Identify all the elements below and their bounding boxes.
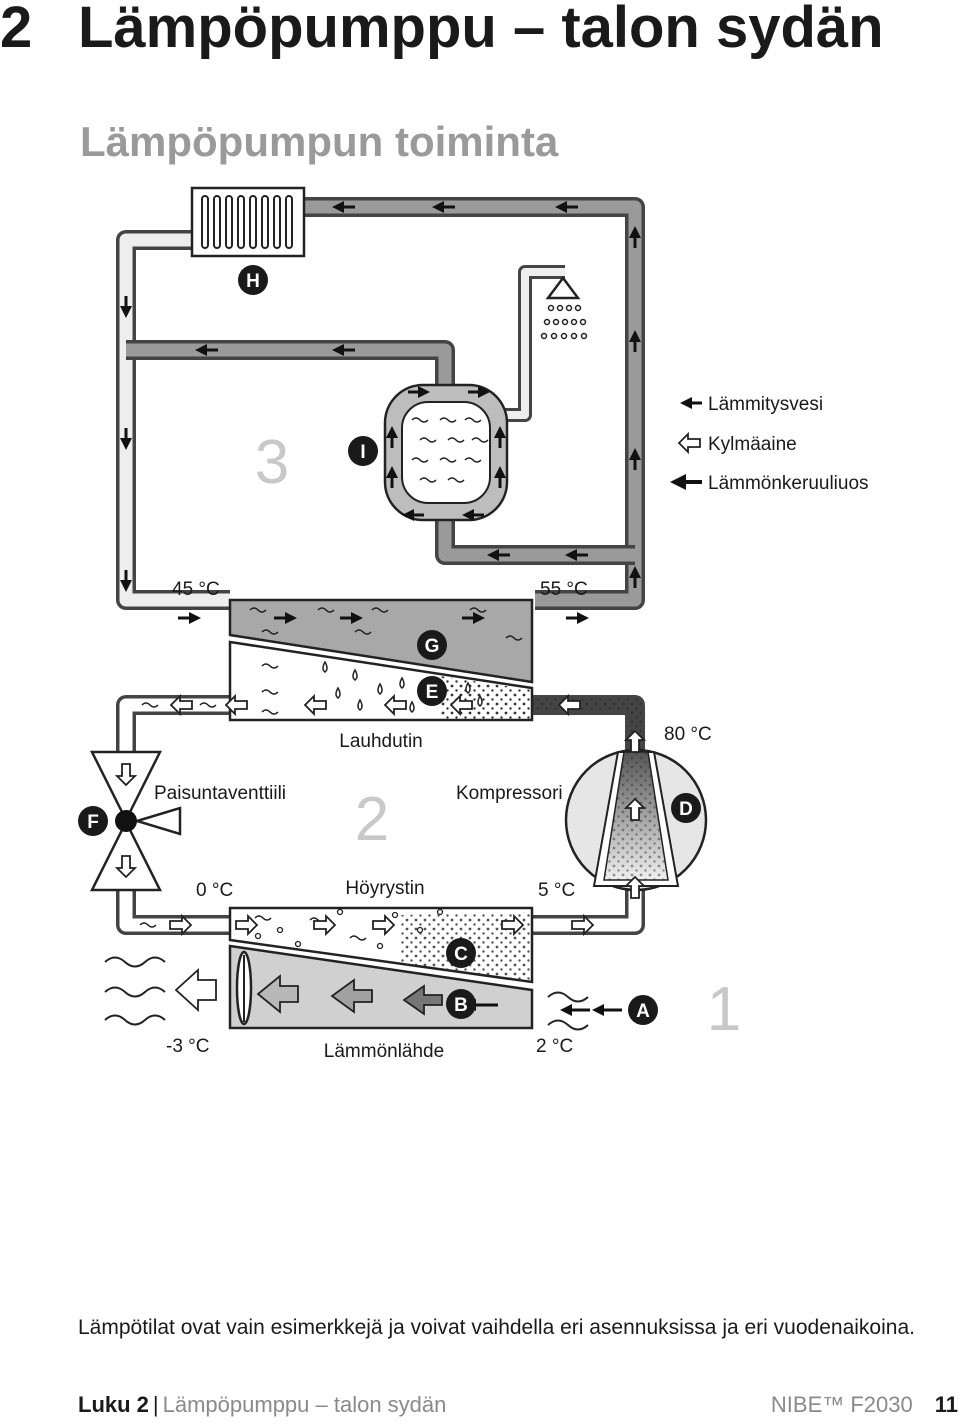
circuit-number-2: 2 [355,785,389,854]
svg-text:F: F [87,812,99,833]
circuit-number-1: 1 [707,975,741,1044]
flow-arrows [120,201,702,1016]
footer-brand: NIBE™ F2030 [770,1392,913,1417]
temp-minus-3: -3 °C [166,1036,210,1057]
svg-text:B: B [454,995,468,1016]
footer-chapter: Luku 2 [78,1392,149,1417]
temp-45: 45 °C [172,579,220,600]
badge-d: D [671,793,701,823]
fan [235,950,253,1026]
svg-text:G: G [425,636,440,657]
chapter-number: 2 [0,0,33,60]
label-expansion-valve: Paisuntaventtiili [154,783,286,804]
heat-pump-diagram: H I G E F D C B A 3 2 1 Lämmitysvesi Kyl… [78,186,869,1062]
hot-water-tank [383,383,509,522]
refrigerant-pipes [116,695,645,935]
badge-i: I [348,436,378,466]
svg-text:I: I [360,442,365,463]
badge-b: B [446,989,476,1019]
shower-head [540,275,588,340]
radiator [190,186,306,258]
temp-5: 5 °C [538,880,575,901]
footer-title: Lämpöpumppu – talon sydän [162,1392,447,1417]
legend-refrigerant: Kylmäaine [708,434,797,455]
svg-text:A: A [636,1001,650,1022]
label-condenser: Lauhdutin [339,731,422,752]
section-subtitle: Lämpöpumpun toiminta [80,118,559,165]
page-number: 11 [934,1392,958,1417]
temp-2: 2 °C [536,1036,573,1057]
temp-80: 80 °C [664,724,712,745]
svg-text:D: D [679,799,693,820]
legend-brine: Lämmönkeruuliuos [708,473,869,494]
legend-heating-water: Lämmitysvesi [708,394,823,415]
footer-right: NIBE™ F2030 11 [771,1392,958,1418]
footer-separator: | [152,1392,159,1417]
page-footer: Luku 2|Lämpöpumppu – talon sydän NIBE™ F… [78,1392,958,1418]
svg-text:C: C [454,944,468,965]
air-waves [104,956,589,1031]
label-heat-source: Lämmönlähde [324,1041,444,1062]
label-evaporator: Höyrystin [345,878,424,899]
chapter-title: Lämpöpumppu – talon sydän [78,0,884,60]
refrigerant-arrows [114,431,701,1016]
badge-g: G [417,630,447,660]
heating-water-pipes [116,197,645,610]
temp-0: 0 °C [196,880,233,901]
badge-c: C [446,938,476,968]
temperature-note: Lämpötilat ovat vain esimerkkejä ja voiv… [78,1316,915,1339]
temp-55: 55 °C [540,579,588,600]
badge-h: H [238,265,268,295]
badges: H I G E F D C B A [78,265,701,1025]
label-compressor: Kompressori [456,783,563,804]
badge-a: A [628,995,658,1025]
svg-text:H: H [246,271,260,292]
circuit-number-3: 3 [255,428,289,497]
badge-e: E [417,676,447,706]
badge-f: F [78,806,108,836]
svg-text:E: E [426,682,439,703]
